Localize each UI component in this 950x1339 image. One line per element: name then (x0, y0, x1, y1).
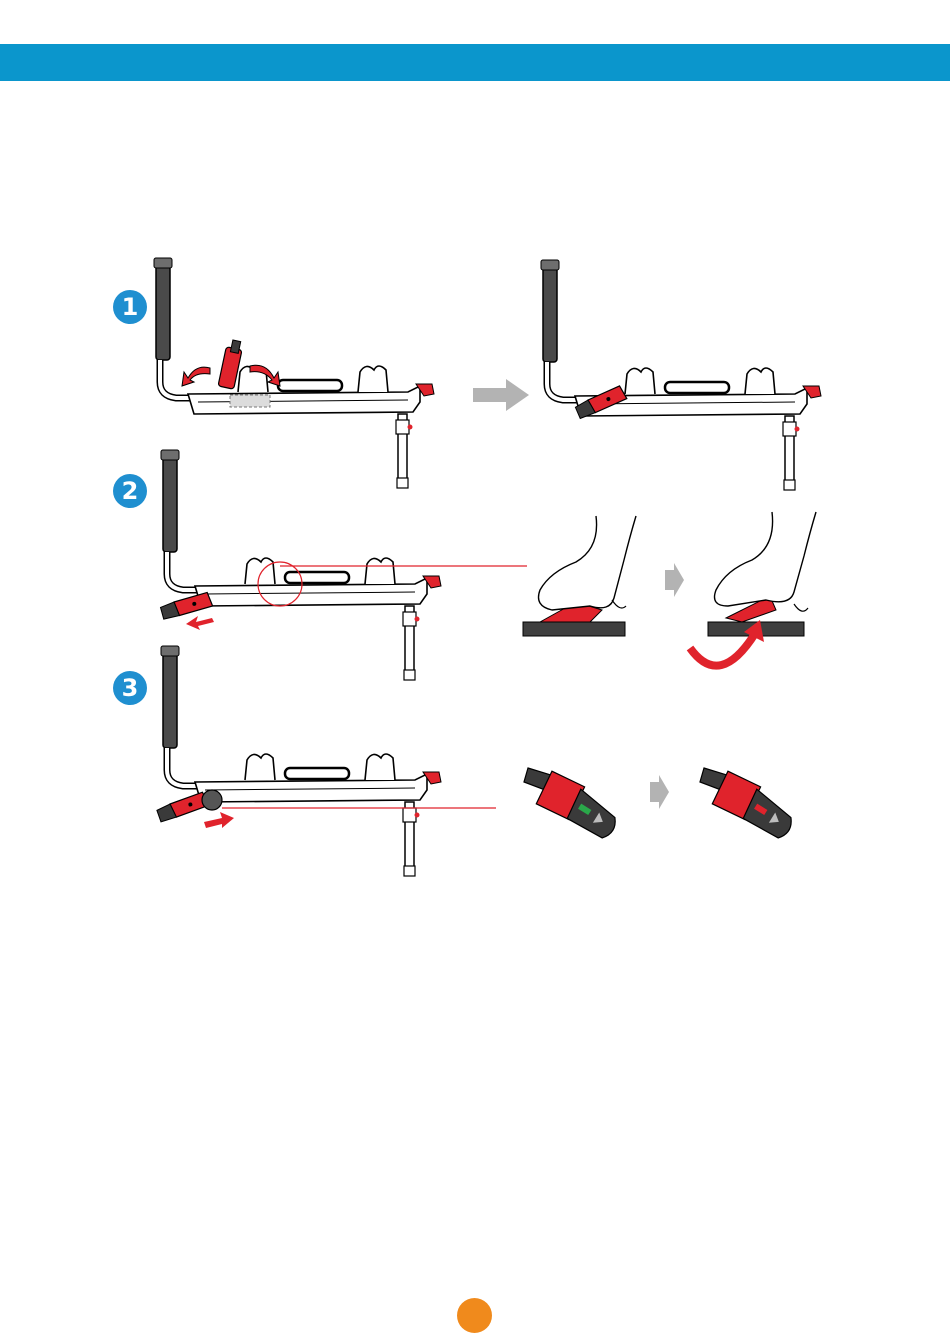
step-1-base-after (541, 260, 821, 490)
rotate-arrow-icon (690, 632, 756, 666)
indicator-green-connector (514, 756, 624, 846)
next-arrow-icon (473, 379, 529, 411)
next-arrow-icon-2 (665, 563, 684, 597)
page-marker (457, 1298, 492, 1333)
step-2-detail-after (708, 512, 816, 636)
next-arrow-icon-3 (650, 775, 669, 809)
step-2-connector-extended (159, 592, 213, 619)
push-arrow-icon (204, 812, 234, 828)
step-2-detail-before (523, 516, 636, 636)
step-3-connector (155, 791, 210, 822)
step-3-base (161, 646, 441, 876)
indicator-red-connector (690, 756, 800, 846)
lock-point (202, 790, 222, 810)
pull-arrow-icon (186, 616, 214, 630)
